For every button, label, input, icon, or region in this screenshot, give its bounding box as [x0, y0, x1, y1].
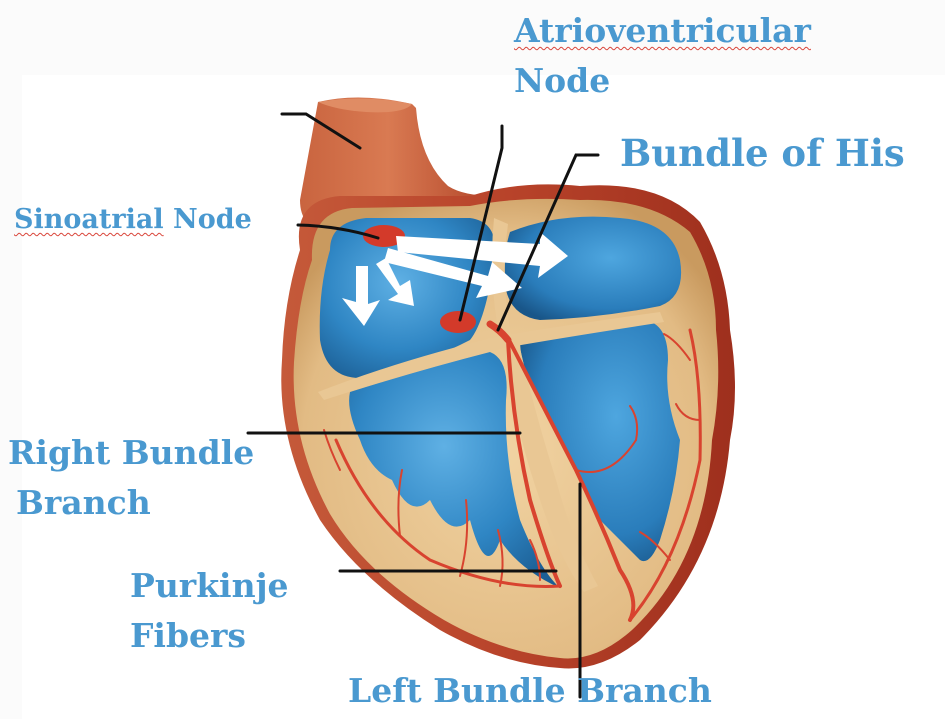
leader-line-sa-node	[296, 223, 380, 240]
left-atrium	[504, 216, 682, 320]
leader-line-av-node	[458, 124, 504, 322]
leader-lines	[246, 112, 600, 699]
label-purkinje-fibers-line1: Purkinje	[130, 566, 289, 605]
sinoatrial-node	[363, 225, 405, 247]
atrioventricular-node	[440, 311, 476, 333]
background-band-left	[0, 0, 22, 719]
arrow-down-left-1	[342, 266, 380, 326]
interventricular-septum	[506, 348, 598, 592]
atrioventricular-septum	[318, 312, 664, 400]
label-sinoatrial-node: Sinoatrial Node	[14, 204, 252, 235]
arrow-down-left-2	[376, 258, 414, 306]
label-bundle-of-his: Bundle of His	[620, 131, 905, 175]
impulse-arrows	[342, 232, 568, 326]
leader-line-bundle-of-his	[496, 153, 600, 332]
label-right-bundle-branch-line2: Branch	[16, 483, 151, 522]
arrow-to-av-region	[384, 248, 522, 298]
conduction-system	[323, 320, 702, 622]
label-purkinje-fibers-line2: Fibers	[130, 616, 246, 655]
label-left-bundle-branch: Left Bundle Branch	[348, 671, 712, 710]
label-right-bundle-branch-line1: Right Bundle	[8, 433, 255, 472]
leader-line-svc	[280, 112, 362, 150]
background-band-top	[0, 0, 945, 75]
label-sinoatrial-node-word2: Node	[163, 204, 252, 235]
label-atrioventricular-node-line2: Node	[514, 61, 611, 100]
spellcheck-flagged-word: Sinoatrial	[14, 204, 164, 235]
arrow-to-left-atrium	[396, 232, 568, 278]
left-ventricle	[520, 320, 680, 562]
label-atrioventricular-node-line1: Atrioventricular	[514, 11, 811, 50]
spellcheck-flagged-word: Atrioventricular	[514, 11, 811, 50]
right-ventricle	[349, 352, 560, 588]
